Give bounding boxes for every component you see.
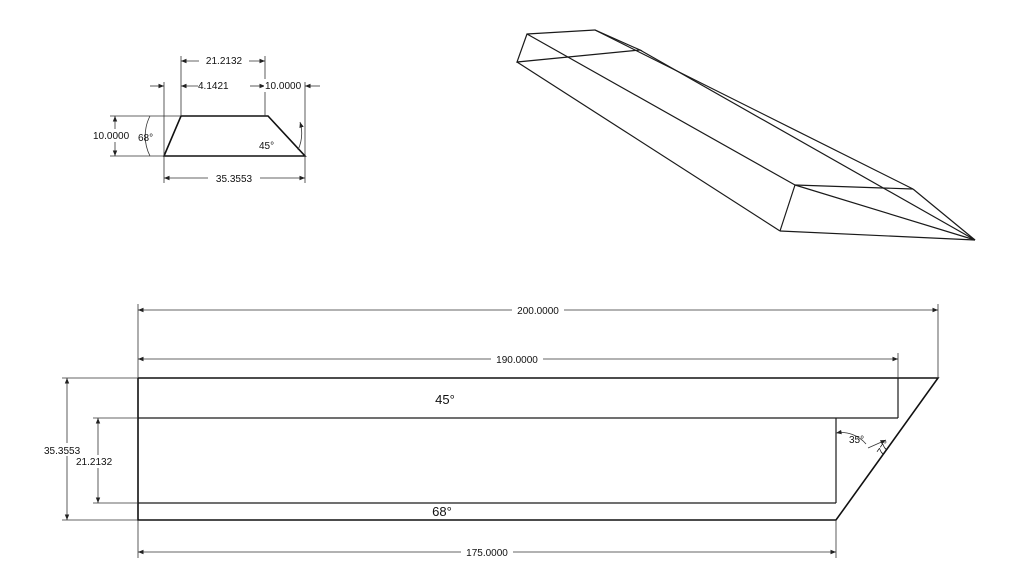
dim-top-width-label: 21.2132: [206, 56, 243, 67]
label-bg: [264, 79, 304, 92]
iso-edge: [779, 184, 796, 232]
top-view: 200.0000 190.0000 175.0000 35.3553 21.21…: [43, 303, 940, 559]
dim-upper-length-label: 190.0000: [496, 355, 538, 366]
end-angle-small-label: 35°: [849, 435, 864, 446]
dim-right-offset-label: 10.0000: [265, 81, 302, 92]
dim-inner-width-label: 21.2132: [76, 457, 113, 468]
iso-edge: [516, 61, 781, 232]
end-angle-large-label: 77°: [875, 439, 893, 458]
label-bg: [208, 171, 260, 184]
label-bg: [491, 352, 543, 365]
isometric-view: [516, 29, 976, 241]
iso-edge: [594, 29, 914, 190]
end-angle-leader: [867, 439, 887, 449]
iso-edge: [912, 188, 976, 241]
front-view-trapezoid: [162, 115, 307, 157]
label-bg: [512, 303, 564, 316]
label-bg: [75, 455, 119, 468]
label-bg: [43, 443, 87, 456]
iso-edge: [639, 49, 976, 241]
iso-edge: [794, 184, 914, 190]
dim-lower-length-label: 175.0000: [466, 548, 508, 559]
upper-face-angle-label: 45°: [435, 392, 455, 407]
iso-back-face: [516, 29, 643, 63]
label-bg: [92, 129, 134, 142]
angle-arc-left: [144, 115, 151, 157]
lower-face-angle-label: 68°: [432, 504, 452, 519]
label-bg: [199, 54, 249, 67]
dim-bottom-width-label: 35.3553: [216, 174, 253, 185]
dim-left-offset-label: 4.1421: [198, 81, 229, 92]
dim-height-label: 10.0000: [93, 131, 130, 142]
top-view-outline: [137, 377, 940, 521]
angle-arc-right: [297, 121, 304, 151]
iso-edge: [526, 33, 796, 186]
iso-edge: [794, 184, 976, 241]
iso-edge: [779, 230, 976, 241]
dim-overall-length-label: 200.0000: [517, 306, 559, 317]
angle-left-label: 68°: [138, 133, 153, 144]
angle-right-label: 45°: [259, 141, 274, 152]
front-view-section: 21.2132 4.1421 10.0000 10.0000 68° 45° 3…: [92, 54, 320, 185]
label-bg: [461, 545, 513, 558]
dim-overall-width-label: 35.3553: [44, 446, 81, 457]
end-angle-arc-small: [835, 429, 867, 445]
